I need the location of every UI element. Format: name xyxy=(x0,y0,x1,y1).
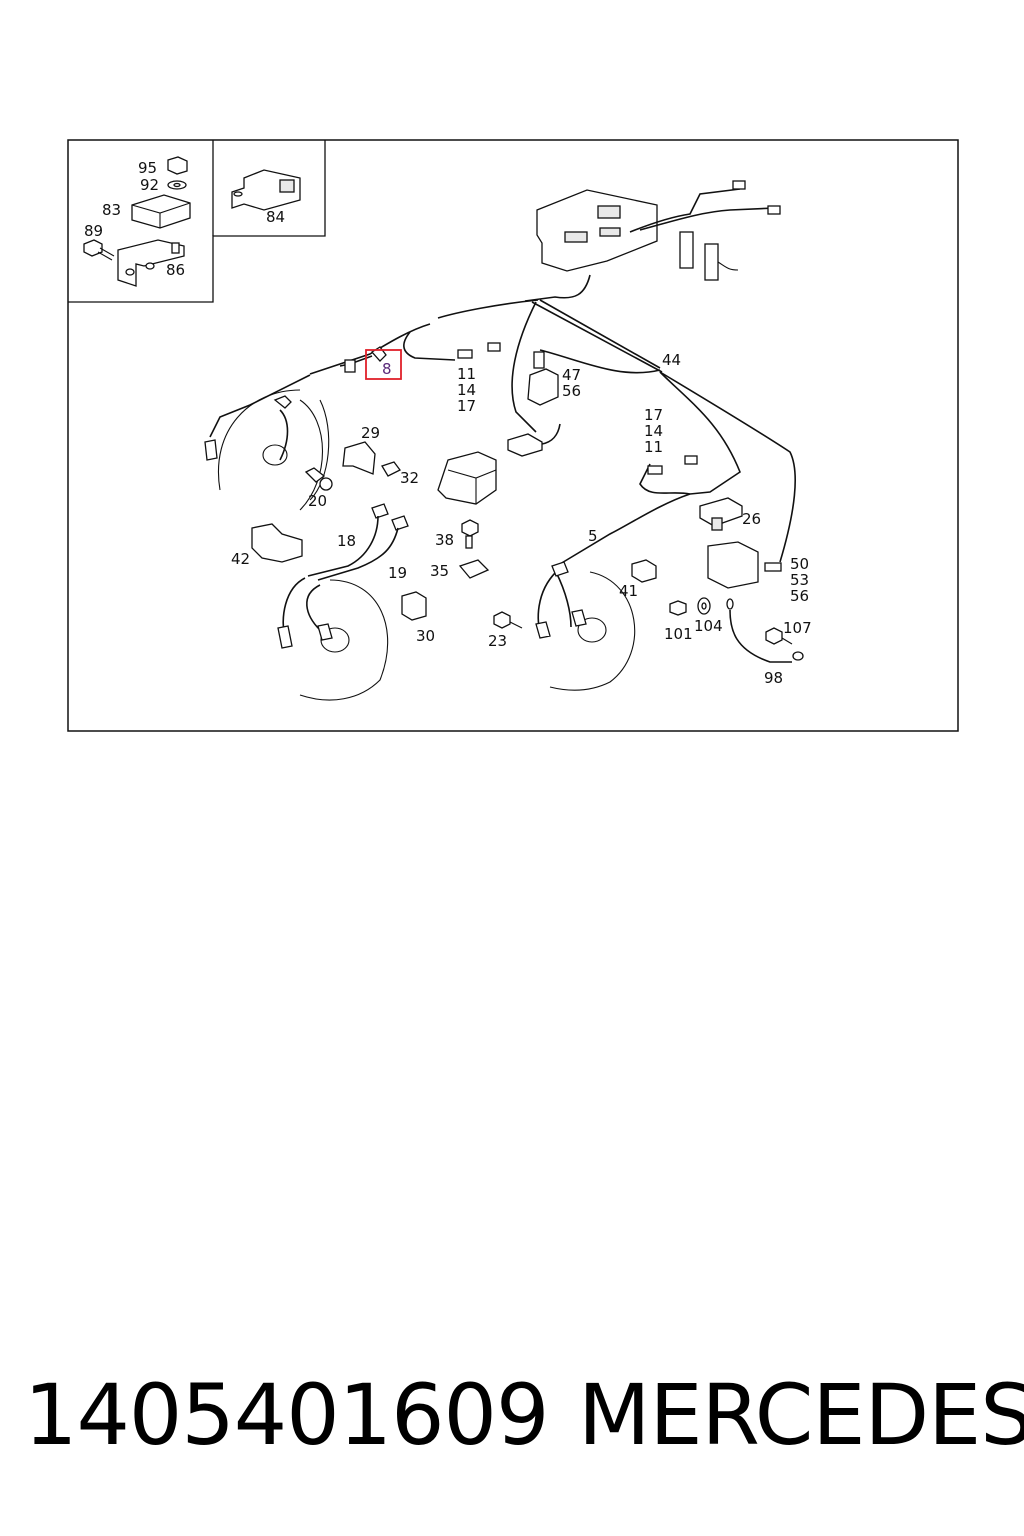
label-18: 18 xyxy=(337,532,356,550)
part-cover-plate[interactable] xyxy=(707,541,759,589)
part-104-washer[interactable] xyxy=(697,597,711,615)
part-107-bolt[interactable] xyxy=(765,627,793,645)
label-35: 35 xyxy=(430,562,449,580)
label-38: 38 xyxy=(435,531,454,549)
part-pressure-switch[interactable] xyxy=(507,423,561,457)
label-42: 42 xyxy=(231,550,250,568)
parts-diagram: 95 92 83 89 86 84 8 11 14 17 47 56 44 17… xyxy=(67,139,959,732)
label-84: 84 xyxy=(266,208,285,226)
connector-17-14-11-b[interactable] xyxy=(647,455,698,475)
part-95-nut[interactable] xyxy=(167,156,188,190)
front-right-disc[interactable] xyxy=(535,561,636,691)
label-44: 44 xyxy=(662,351,681,369)
part-number: 1405401609 xyxy=(24,1366,549,1464)
inset-box-left xyxy=(68,140,326,303)
part-38-bolt[interactable] xyxy=(461,519,479,549)
label-11b: 11 xyxy=(644,438,663,456)
diagram-frame xyxy=(67,139,959,732)
brand-name: MERCEDES xyxy=(578,1366,1024,1464)
label-41: 41 xyxy=(619,582,638,600)
label-29: 29 xyxy=(361,424,380,442)
label-30: 30 xyxy=(416,627,435,645)
part-86-bracket[interactable] xyxy=(117,239,185,287)
label-83: 83 xyxy=(102,201,121,219)
connector-11-14-17-a[interactable] xyxy=(457,342,501,359)
label-89: 89 xyxy=(84,222,103,240)
label-26: 26 xyxy=(742,510,761,528)
label-8: 8 xyxy=(382,360,392,378)
label-32: 32 xyxy=(400,469,419,487)
part-32-clip[interactable] xyxy=(381,461,401,477)
part-hydraulic-unit[interactable] xyxy=(437,451,497,505)
part-47-relay[interactable] xyxy=(527,351,559,406)
label-14a: 14 xyxy=(457,381,476,399)
label-104: 104 xyxy=(694,617,723,635)
label-98: 98 xyxy=(764,669,783,687)
label-92: 92 xyxy=(140,176,159,194)
label-20: 20 xyxy=(308,492,327,510)
label-11a: 11 xyxy=(457,365,476,383)
part-30-bracket[interactable] xyxy=(401,591,427,621)
label-95: 95 xyxy=(138,159,157,177)
label-47: 47 xyxy=(562,366,581,384)
part-41-bracket[interactable] xyxy=(631,559,657,583)
part-42-bracket[interactable] xyxy=(251,523,303,563)
label-56a: 56 xyxy=(562,382,581,400)
part-84-sensor[interactable] xyxy=(231,169,301,211)
label-17a: 17 xyxy=(457,397,476,415)
part-23-bolt[interactable] xyxy=(493,611,523,629)
label-17b: 17 xyxy=(644,406,663,424)
label-86: 86 xyxy=(166,261,185,279)
label-23: 23 xyxy=(488,632,507,650)
label-50: 50 xyxy=(790,555,809,573)
part-control-unit-top[interactable] xyxy=(524,180,781,302)
label-53: 53 xyxy=(790,571,809,589)
label-14b: 14 xyxy=(644,422,663,440)
label-107: 107 xyxy=(783,619,812,637)
part-98-ground-cable[interactable] xyxy=(726,598,804,663)
part-35-clip[interactable] xyxy=(458,559,490,579)
connector-50-53-56[interactable] xyxy=(764,562,782,572)
label-19: 19 xyxy=(388,564,407,582)
part-18-sensor[interactable] xyxy=(307,503,409,581)
wiring-harness xyxy=(209,299,796,635)
part-8-sensor[interactable] xyxy=(339,346,402,380)
part-26-module[interactable] xyxy=(699,497,743,531)
part-20-bolt[interactable] xyxy=(304,467,333,491)
label-5: 5 xyxy=(588,527,598,545)
part-29-bracket[interactable] xyxy=(342,441,376,475)
part-83-control-unit[interactable] xyxy=(131,194,191,229)
label-56b: 56 xyxy=(790,587,809,605)
highlight-box-8 xyxy=(365,349,402,380)
part-89-screw[interactable] xyxy=(83,239,115,261)
front-left-disc[interactable] xyxy=(204,389,330,511)
callout-labels: 95 92 83 89 86 84 8 11 14 17 47 56 44 17… xyxy=(84,159,812,687)
label-101: 101 xyxy=(664,625,693,643)
part-101-nut[interactable] xyxy=(669,600,687,616)
rear-left-disc[interactable] xyxy=(277,577,389,701)
